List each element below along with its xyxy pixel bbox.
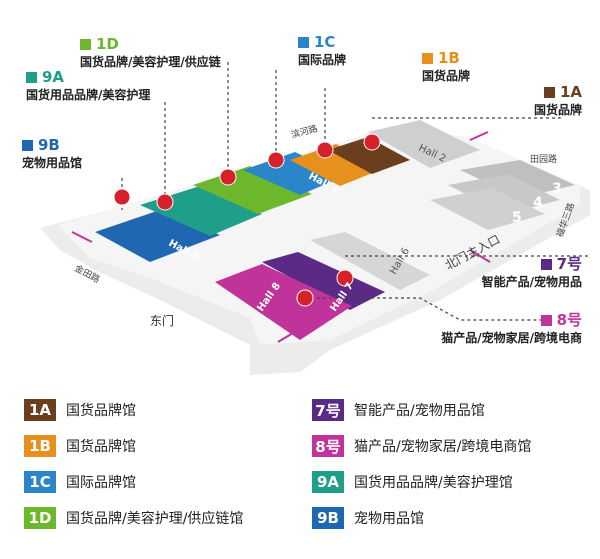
entrance-arrow-icon <box>469 249 491 263</box>
legend-item-1c: 1C 国际品牌馆 <box>24 470 136 494</box>
swatch-9a <box>26 71 37 83</box>
map-pin-icon[interactable] <box>316 141 334 159</box>
hall-2-block <box>368 120 480 168</box>
hall-1b-block <box>290 144 385 186</box>
legend-item-1a: 1A 国货品牌馆 <box>24 398 136 422</box>
callout-1b: 1B 国货品牌 <box>422 50 470 84</box>
entrance-arrow-icon <box>469 131 489 141</box>
legend-label-1b: 国货品牌馆 <box>66 439 136 455</box>
hall-3-label: 3 <box>552 181 562 197</box>
legend-item-9b: 9B 宠物用品馆 <box>312 506 424 530</box>
callout-9b-code: 9B <box>38 136 60 154</box>
callout-8-desc: 猫产品/宠物家居/跨境电商 <box>441 330 582 345</box>
callout-1c-code: 1C <box>314 33 336 51</box>
callout-1d-desc: 国货品牌/美容护理/供应链 <box>80 54 221 69</box>
legend-badge-1d: 1D <box>24 507 56 529</box>
legend-label-1d: 国货品牌/美容护理/供应链馆 <box>66 511 244 527</box>
callout-9a-code: 9A <box>42 68 65 86</box>
callout-1b-code: 1B <box>438 49 460 67</box>
legend-badge-9b: 9B <box>312 507 344 529</box>
callout-1d: 1D 国货品牌/美容护理/供应链 <box>80 36 221 70</box>
callout-1c-desc: 国际品牌 <box>298 52 347 67</box>
hall-8-block <box>215 264 352 340</box>
legend-label-7: 智能产品/宠物用品馆 <box>354 403 485 419</box>
map-pin-icon[interactable] <box>296 289 314 307</box>
east-gate-label: 东门 <box>150 313 174 328</box>
hall-5-label: 5 <box>512 210 522 226</box>
swatch-1b <box>422 52 433 64</box>
leader-1a <box>372 110 561 119</box>
callout-9a: 9A 国货用品品牌/美容护理 <box>26 69 150 103</box>
swatch-8 <box>540 314 552 326</box>
map-pin-icon[interactable] <box>219 168 237 186</box>
callout-9b-desc: 宠物用品馆 <box>22 155 83 170</box>
callout-8-code: 8号 <box>556 311 582 329</box>
legend-label-9a: 国货用品品牌/美容护理馆 <box>354 475 513 491</box>
road-label-binhe: 滨河路 <box>290 122 319 141</box>
legend-badge-8: 8号 <box>312 435 344 457</box>
callout-1d-code: 1D <box>96 35 119 53</box>
swatch-9b <box>22 139 33 151</box>
entrance-arrow-icon <box>71 231 93 243</box>
legend-badge-1a: 1A <box>24 399 56 421</box>
hall-6-block <box>310 232 430 290</box>
entrance-arrow-icon <box>277 329 299 343</box>
hall-1a-block <box>328 137 410 174</box>
swatch-1c <box>298 36 309 48</box>
map-pin-icon[interactable] <box>363 133 381 151</box>
callout-7-code: 7号 <box>556 255 582 273</box>
callout-7-desc: 智能产品/宠物用品 <box>481 274 582 289</box>
map-pin-icon[interactable] <box>336 269 354 287</box>
callout-7: 7号 智能产品/宠物用品 <box>452 256 582 290</box>
leader-8 <box>305 297 550 321</box>
venue-base <box>58 125 580 345</box>
legend-badge-9a: 9A <box>312 471 344 493</box>
swatch-1d <box>80 38 91 50</box>
legend-badge-1b: 1B <box>24 435 56 457</box>
callout-8: 8号 猫产品/宠物家居/跨境电商 <box>398 312 582 346</box>
map-pin-icon[interactable] <box>267 151 285 169</box>
legend-label-1c: 国际品牌馆 <box>66 475 136 491</box>
legend-item-8: 8号 猫产品/宠物家居/跨境电商馆 <box>312 434 531 458</box>
swatch-1a <box>543 86 555 98</box>
hall-7-block <box>262 252 385 310</box>
legend: 1A 国货品牌馆 1B 国货品牌馆 1C 国际品牌馆 1D 国货品牌/美容护理/… <box>0 392 600 552</box>
legend-item-1b: 1B 国货品牌馆 <box>24 434 136 458</box>
legend-label-9b: 宠物用品馆 <box>354 511 424 527</box>
map-pin-icon[interactable] <box>113 188 131 206</box>
map-pin-icon[interactable] <box>156 193 174 211</box>
legend-item-1d: 1D 国货品牌/美容护理/供应链馆 <box>24 506 243 530</box>
legend-badge-1c: 1C <box>24 471 56 493</box>
callout-1c: 1C 国际品牌 <box>298 34 346 68</box>
callout-1a-code: 1A <box>559 83 582 101</box>
legend-item-7: 7号 智能产品/宠物用品馆 <box>312 398 485 422</box>
legend-badge-7: 7号 <box>312 399 344 421</box>
legend-item-9a: 9A 国货用品品牌/美容护理馆 <box>312 470 513 494</box>
legend-label-8: 猫产品/宠物家居/跨境电商馆 <box>354 439 532 455</box>
callout-9a-desc: 国货用品品牌/美容护理 <box>26 87 151 102</box>
hall-5-block <box>430 188 545 230</box>
callout-1a-desc: 国货品牌 <box>533 102 582 117</box>
road-label-tianqu: 田园路 <box>530 153 557 165</box>
swatch-7 <box>540 258 552 270</box>
callout-1a: 1A 国货品牌 <box>510 84 582 118</box>
venue-map: Hall 9 Hall 1 Hall 8 Hall 7 Hall 2 Hall … <box>40 62 590 375</box>
callout-1b-desc: 国货品牌 <box>422 68 471 83</box>
hall-4-label: 4 <box>533 195 543 211</box>
callout-9b: 9B 宠物用品馆 <box>22 137 82 171</box>
legend-label-1a: 国货品牌馆 <box>66 403 136 419</box>
